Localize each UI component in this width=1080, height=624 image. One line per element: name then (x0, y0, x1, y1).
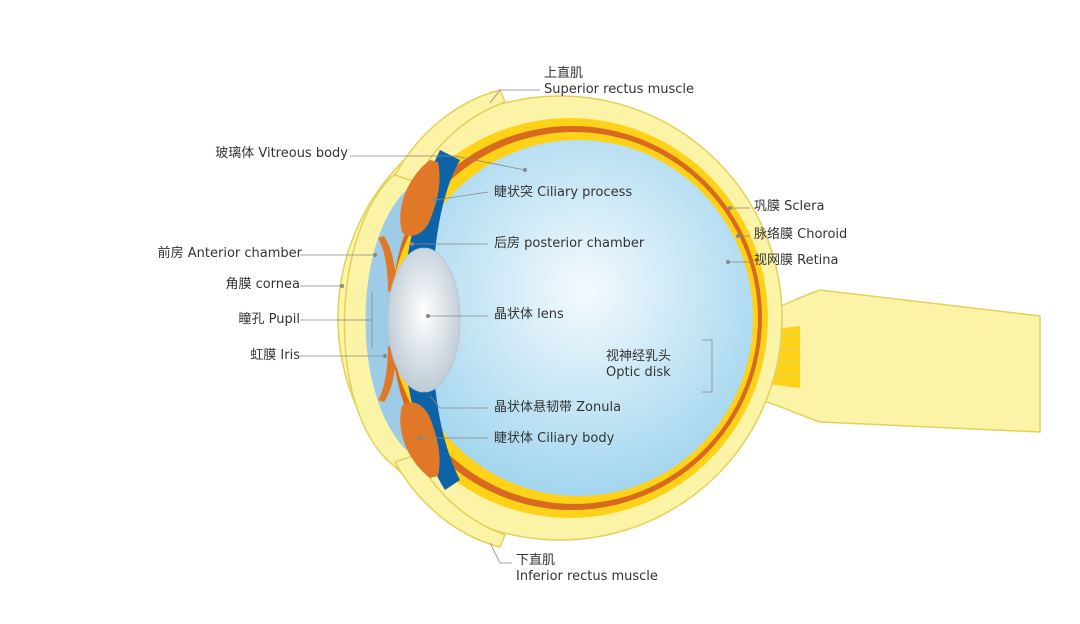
superior-rectus-muscle (393, 89, 506, 183)
inferior-rectus-muscle (393, 454, 506, 548)
label-inferior-rectus-zh: 下直肌 (516, 553, 556, 568)
label-inferior-rectus-en: Inferior rectus muscle (516, 569, 658, 584)
label-ciliary-body: 睫状体 Ciliary body (494, 431, 615, 446)
label-anterior-chamber: 前房 Anterior chamber (157, 246, 302, 261)
label-inferior-rectus-muscle: 下直肌 Inferior rectus muscle (516, 553, 658, 585)
leader-lines (300, 89, 750, 564)
label-superior-rectus-en: Superior rectus muscle (544, 82, 695, 97)
label-sclera: 巩膜 Sclera (754, 199, 825, 214)
label-retina: 视网膜 Retina (754, 253, 839, 268)
label-optic-disk: 视神经乳头 Optic disk (606, 349, 671, 381)
label-superior-rectus-muscle: 上直肌 Superior rectus muscle (544, 66, 694, 98)
label-zonula: 晶状体悬韧带 Zonula (494, 400, 622, 415)
ciliary-process-top (400, 160, 440, 236)
ciliary-body-bottom (400, 402, 440, 478)
vitreous-body (403, 140, 753, 496)
label-iris: 虹膜 Iris (250, 348, 300, 363)
label-choroid: 脉络膜 Choroid (754, 227, 848, 242)
iris-top (378, 236, 396, 292)
label-posterior-chamber: 后房 posterior chamber (494, 236, 645, 251)
label-optic-disk-en: Optic disk (606, 365, 671, 380)
label-cornea: 角膜 cornea (225, 277, 300, 292)
iris-bottom (378, 346, 396, 402)
label-ciliary-process: 睫状突 Ciliary process (494, 185, 633, 200)
label-superior-rectus-zh: 上直肌 (544, 66, 584, 81)
label-lens: 晶状体 lens (494, 307, 564, 322)
lens (387, 247, 461, 393)
anterior-chamber (365, 185, 425, 455)
label-vitreous-body: 玻璃体 Vitreous body (215, 146, 348, 161)
label-optic-disk-zh: 视神经乳头 (606, 349, 672, 364)
label-pupil: 瞳孔 Pupil (238, 312, 300, 327)
leader-dots (340, 168, 740, 440)
